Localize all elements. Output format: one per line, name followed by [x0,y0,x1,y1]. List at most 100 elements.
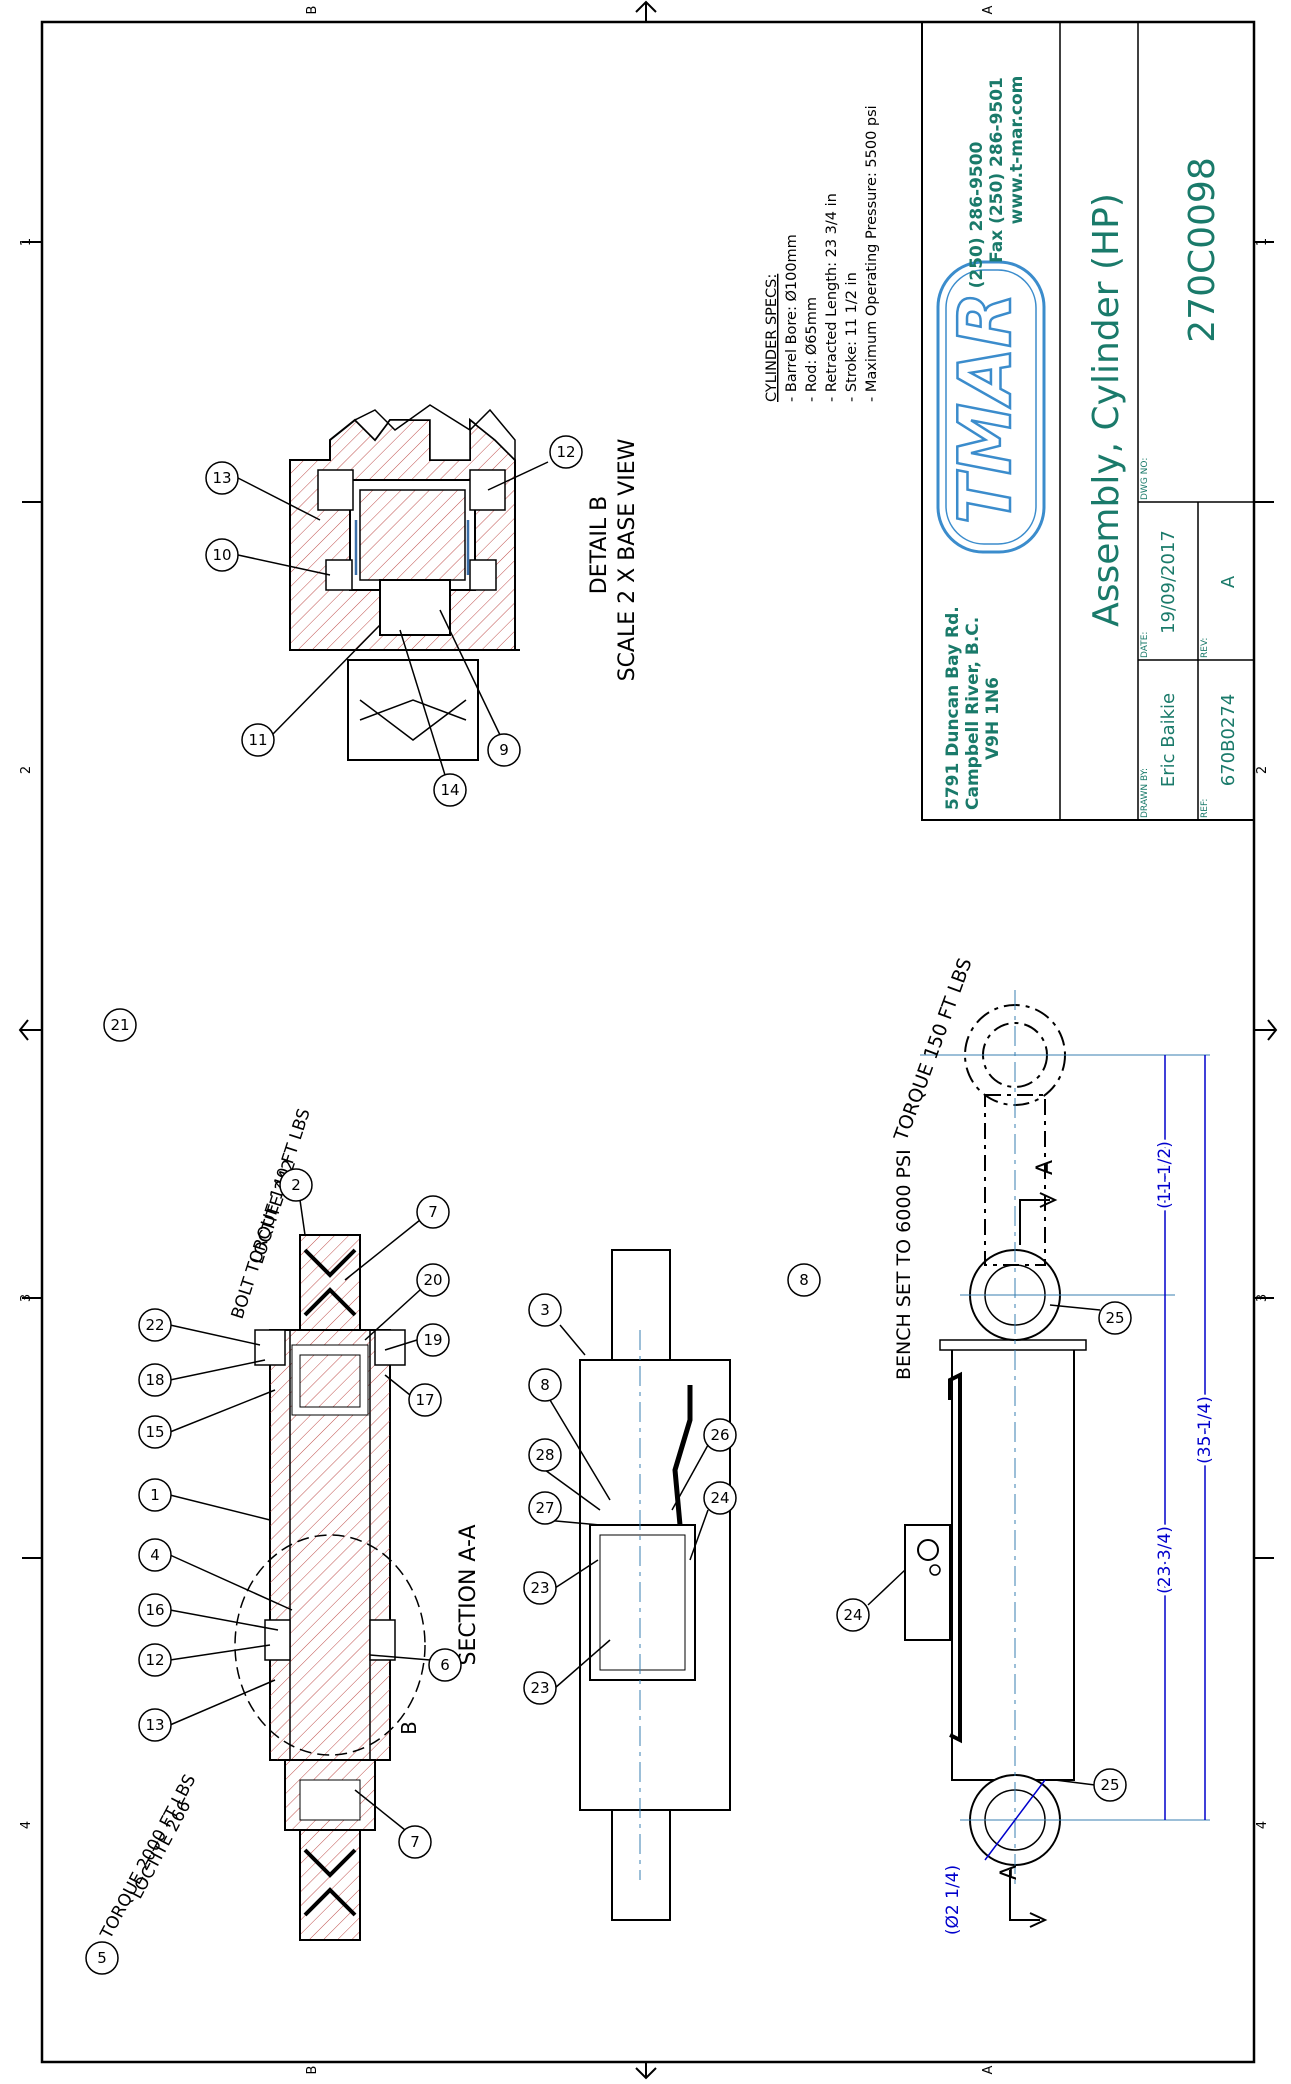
svg-text:27: 27 [535,1499,554,1517]
svg-text:20: 20 [423,1271,442,1289]
balloon-3: 3 [528,1293,586,1356]
drawn-by-label: DRAWN BY: [1140,768,1150,818]
svg-text:4: 4 [150,1546,160,1564]
dim-retracted: (23 3/4) [1155,1526,1175,1594]
drawing-title: Assembly, Cylinder (HP) [1086,193,1127,627]
detail-b-title: DETAIL B [587,496,612,594]
balloon-23-a: 23 [523,1559,599,1605]
dim-stroke: (11 1/2) [1155,1141,1175,1209]
svg-text:6: 6 [440,1656,450,1674]
balloon-26: 26 [671,1418,737,1511]
balloon-7-bottom: 7 [354,1789,432,1859]
zone-letter-top-right: A [981,5,996,14]
balloon-25-top: 25 [1049,1301,1132,1335]
balloon-23-b: 23 [523,1639,611,1705]
svg-text:24: 24 [843,1606,862,1624]
spec-max-pressure: - Maximum Operating Pressure: 5500 psi [864,105,880,402]
balloon-1: 1 [138,1478,271,1521]
cylinder-specs: CYLINDER SPECS: - Barrel Bore: Ø100mm - … [764,105,880,402]
svg-text:25: 25 [1100,1776,1119,1794]
svg-text:8: 8 [540,1376,550,1394]
svg-text:12: 12 [556,443,575,461]
svg-text:1: 1 [150,1486,160,1504]
dim-pin: (Ø2 1/4) [943,1865,963,1935]
zone-number-left-1: 1 [19,238,34,246]
detail-b-view [289,404,520,761]
svg-text:13: 13 [212,469,231,487]
company-phone: (250) 286-9500 [967,141,987,288]
balloon-8-side: 8 [787,1263,821,1297]
date-value: 19/09/2017 [1158,530,1179,634]
spec-rod: - Rod: Ø65mm [804,297,820,402]
drawn-by-value: Eric Baikie [1158,693,1179,787]
dimension-lines [984,1055,1206,1861]
svg-text:22: 22 [145,1316,164,1334]
svg-text:5: 5 [97,1949,107,1967]
balloon-22: 22 [138,1308,261,1346]
company-address-line-2: Campbell River, B.C. [963,617,983,810]
svg-text:23: 23 [530,1679,549,1697]
svg-text:2: 2 [291,1176,301,1194]
ref-value: 670B0274 [1218,694,1239,787]
zone-number-right-2: 2 [1255,766,1270,774]
note-bench-set: BENCH SET TO 6000 PSI [893,1149,915,1380]
balloon-15: 15 [138,1389,276,1449]
balloon-27: 27 [528,1491,601,1526]
spec-barrel-bore: - Barrel Bore: Ø100mm [784,234,800,402]
rev-label: REV: [1200,638,1210,658]
company-address-line-1: 5791 Duncan Bay Rd. [943,606,963,810]
zone-number-right-1: 1 [1255,238,1270,246]
sheet-border [40,20,1256,2064]
balloon-10-detail: 10 [205,538,331,576]
balloon-9-detail: 9 [439,609,521,767]
section-aa-title: SECTION A-A [456,1525,481,1666]
dwg-number: 270C0098 [1182,157,1223,342]
balloon-14-detail: 14 [399,629,467,807]
dim-extended: (35 1/4) [1195,1396,1215,1464]
balloon-8-top: 8 [528,1368,611,1501]
specs-heading: CYLINDER SPECS: [764,274,780,402]
company-fax: Fax (250) 286-9501 [987,77,1007,263]
balloon-21: 21 [103,1008,137,1042]
zone-letter-top-left: B [305,6,320,15]
balloon-25-bottom: 25 [1054,1768,1127,1802]
title-block: 5791 Duncan Bay Rd. Campbell River, B.C.… [921,21,1255,821]
svg-text:16: 16 [145,1601,164,1619]
zone-number-right-4: 4 [1255,1821,1270,1829]
dwg-no-label: DWG NO: [1140,458,1150,500]
balloon-5: 5 [85,1941,119,1975]
balloon-17: 17 [384,1374,442,1417]
svg-text:19: 19 [423,1331,442,1349]
balloon-19: 19 [384,1323,450,1357]
zone-number-right-3: 3 [1255,1294,1270,1302]
zone-number-left-4: 4 [19,1821,34,1829]
svg-text:18: 18 [145,1371,164,1389]
svg-text:15: 15 [145,1423,164,1441]
svg-text:13: 13 [145,1716,164,1734]
svg-text:7: 7 [410,1833,420,1851]
zone-number-left-2: 2 [19,766,34,774]
center-arrows [18,0,1278,2080]
zone-letter-bottom-right: A [981,2065,996,2074]
balloon-24-top: 24 [689,1481,737,1561]
balloon-11-detail: 11 [241,624,381,757]
section-arrow-label-top: A [1033,1160,1058,1175]
svg-text:26: 26 [710,1426,729,1444]
svg-text:14: 14 [440,781,459,799]
svg-text:7: 7 [428,1203,438,1221]
date-label: DATE: [1140,632,1150,658]
section-arrow-label-bottom: A [997,1865,1022,1880]
detail-b-marker: B [397,1721,421,1735]
svg-text:10: 10 [212,546,231,564]
spec-retracted-length: - Retracted Length: 23 3/4 in [824,193,840,402]
svg-text:25: 25 [1105,1309,1124,1327]
svg-text:11: 11 [248,731,267,749]
side-view [904,990,1210,1928]
svg-text:9: 9 [499,741,509,759]
balloon-16: 16 [138,1593,279,1631]
balloon-24-side: 24 [836,1569,906,1632]
company-web: www.t-mar.com [1007,76,1027,225]
balloon-2: 2 [279,1168,313,1236]
